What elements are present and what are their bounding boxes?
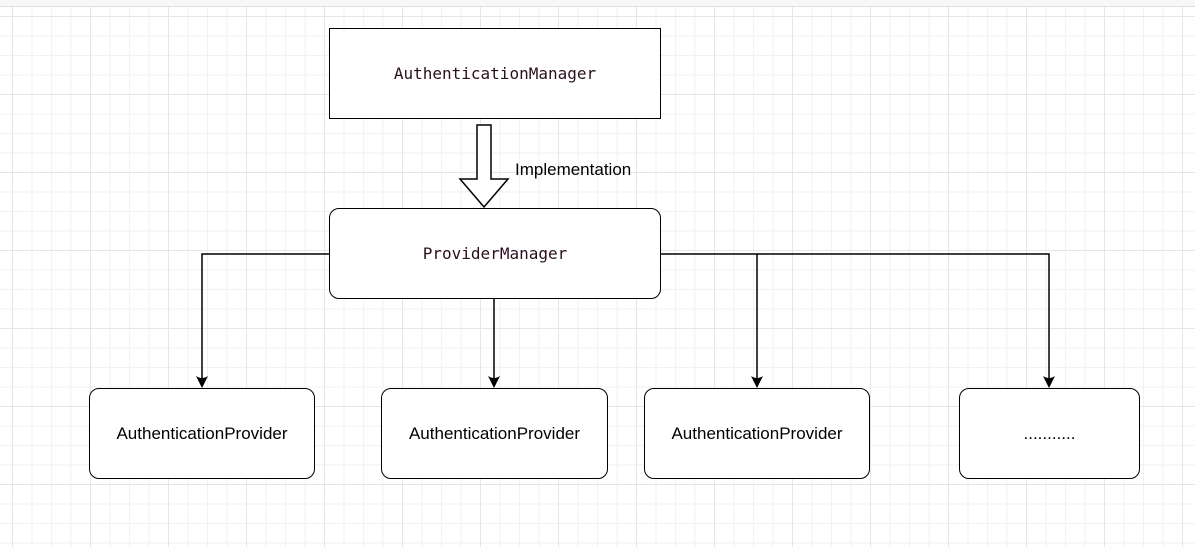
more-providers-label: ........... xyxy=(1023,423,1076,443)
authentication-provider-label-1: AuthenticationProvider xyxy=(116,423,288,443)
arrowhead-provider-2 xyxy=(488,376,500,388)
connector-provider-4 xyxy=(757,253,1050,386)
authentication-provider-label-3: AuthenticationProvider xyxy=(671,423,843,443)
connector-provider-3 xyxy=(660,253,758,386)
authentication-manager-label: AuthenticationManager xyxy=(393,64,597,83)
authentication-manager-box[interactable]: AuthenticationManager xyxy=(329,28,661,119)
provider-manager-label: ProviderManager xyxy=(422,244,568,263)
provider-manager-box[interactable]: ProviderManager xyxy=(329,208,661,299)
more-providers-box[interactable]: ........... xyxy=(959,388,1140,479)
authentication-provider-box-3[interactable]: AuthenticationProvider xyxy=(644,388,870,479)
authentication-provider-box-1[interactable]: AuthenticationProvider xyxy=(89,388,315,479)
implementation-label: Implementation xyxy=(515,160,632,179)
arrowhead-provider-3 xyxy=(751,376,763,388)
arrowhead-provider-4 xyxy=(1043,376,1055,388)
arrowhead-provider-1 xyxy=(196,376,208,388)
implementation-arrow xyxy=(458,124,510,209)
authentication-provider-label-2: AuthenticationProvider xyxy=(408,423,581,443)
authentication-provider-box-2[interactable]: AuthenticationProvider xyxy=(381,388,608,479)
connector-provider-1 xyxy=(201,253,330,386)
